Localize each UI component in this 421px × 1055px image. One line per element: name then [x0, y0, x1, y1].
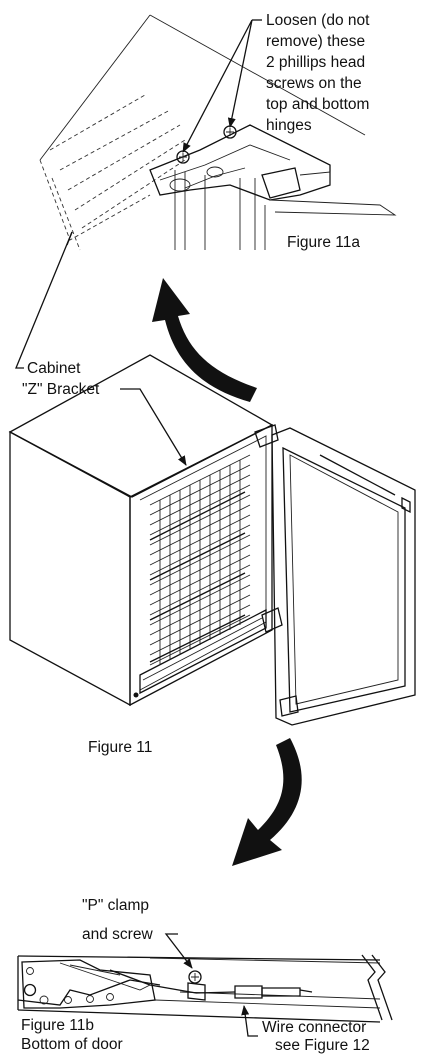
loosen-callout: Loosen (do not remove) these 2 phillips … — [266, 12, 374, 134]
figure-11a-caption: Figure 11a — [287, 234, 360, 251]
figure-11b-caption: Figure 11b Bottom of door — [21, 1017, 123, 1053]
figure-11b-leaders — [164, 933, 258, 1037]
p-clamp-callout: "P" clamp and screw — [82, 897, 153, 943]
cabinet-callout: Cabinet "Z" Bracket — [22, 360, 100, 398]
curved-arrow-down — [232, 738, 302, 866]
cabinet-leader-lines — [15, 231, 187, 466]
wire-line-1: Wire connector — [262, 1019, 366, 1036]
cabinet-line-1: Cabinet — [27, 360, 81, 377]
loosen-line-5: top and bottom — [266, 96, 369, 113]
loosen-line-3: 2 phillips head — [266, 54, 365, 71]
wire-line-2: see Figure 12 — [275, 1037, 370, 1054]
figure-11b-door-bottom-drawing — [17, 954, 393, 1023]
figure-11-cabinet-drawing — [8, 354, 416, 726]
figure-11a-hinge-drawing — [39, 14, 397, 251]
p-clamp-line-2: and screw — [82, 926, 153, 943]
figure-11b-line-2: Bottom of door — [21, 1036, 123, 1053]
loosen-line-2: remove) these — [266, 33, 365, 50]
loosen-callout-leaders — [182, 19, 262, 153]
loosen-line-6: hinges — [266, 117, 312, 134]
p-clamp-line-1: "P" clamp — [82, 897, 149, 914]
figure-11-caption: Figure 11 — [88, 739, 152, 756]
wire-connector-callout: Wire connector see Figure 12 — [262, 1019, 371, 1054]
loosen-line-4: screws on the — [266, 75, 362, 92]
loosen-line-1: Loosen (do not — [266, 12, 370, 29]
curved-arrow-up — [152, 278, 257, 402]
figure-11b-line-1: Figure 11b — [21, 1017, 94, 1034]
